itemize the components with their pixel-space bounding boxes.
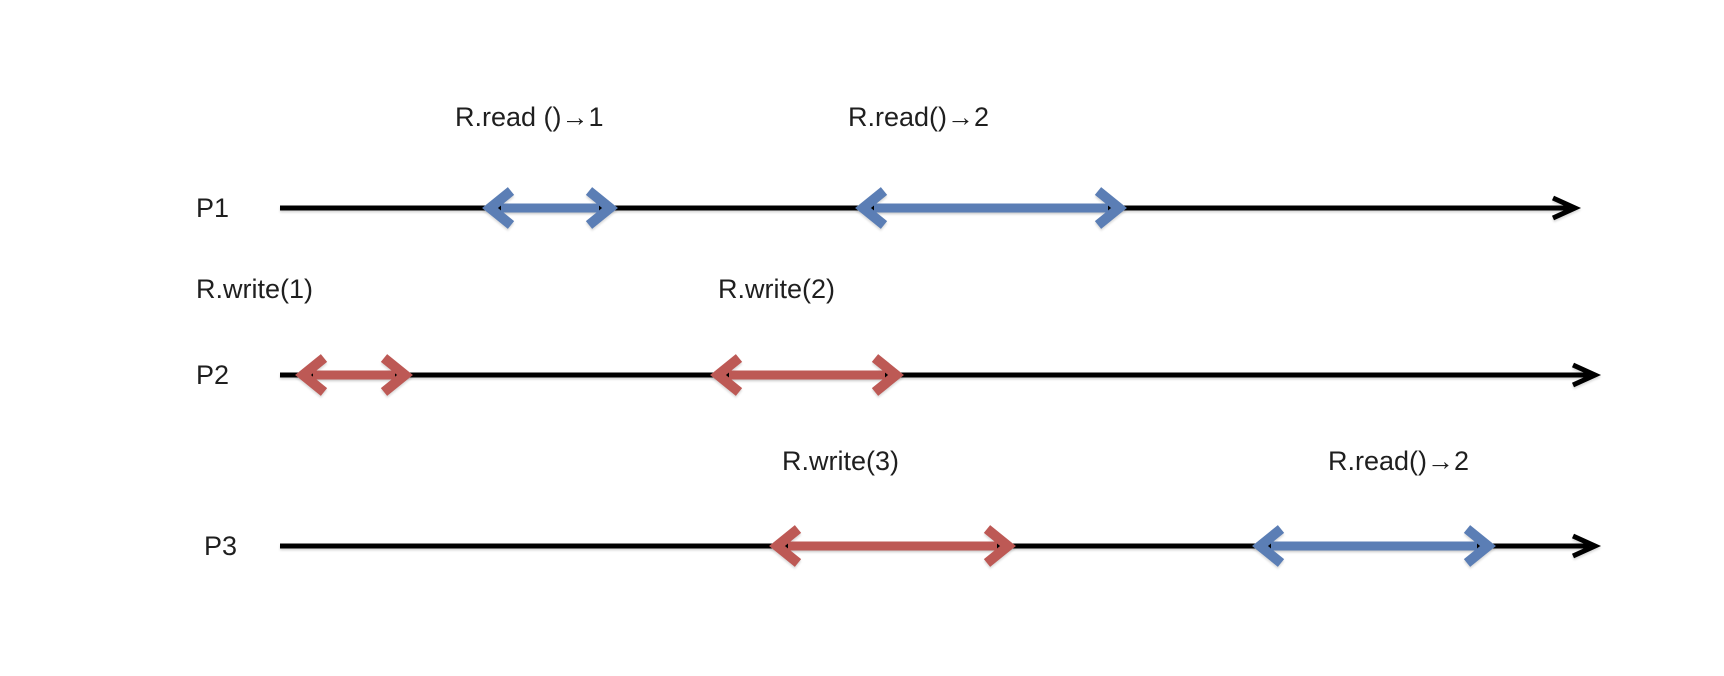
- op-label-p1-read1: R.read ()→1: [455, 102, 604, 132]
- arrowhead-left-icon: [1252, 525, 1285, 567]
- timeline-p3-arrowhead-icon: [1571, 533, 1602, 559]
- arrowhead-right-icon: [1094, 187, 1127, 229]
- process-label-p1: P1: [196, 193, 230, 223]
- arrowhead-right-icon: [871, 354, 904, 396]
- read-interval-arrow-p1-2: [855, 187, 1127, 229]
- op-label-p2-write2: R.write(2): [718, 274, 836, 304]
- timeline-p2-arrowhead-icon: [1571, 362, 1602, 388]
- read-interval-arrow-p3: [1252, 525, 1496, 567]
- write-interval-arrow-p2-1: [295, 354, 413, 396]
- arrowhead-left-icon: [710, 354, 743, 396]
- timeline-p1-arrowhead-icon: [1551, 195, 1582, 221]
- arrowhead-right-icon: [585, 187, 618, 229]
- process-label-p3: P3: [204, 531, 238, 561]
- arrowhead-right-icon: [380, 354, 413, 396]
- arrowhead-right-icon: [983, 525, 1016, 567]
- arrowhead-left-icon: [769, 525, 802, 567]
- op-label-p3-write3: R.write(3): [782, 446, 900, 476]
- read-interval-arrow-p1-1: [482, 187, 618, 229]
- write-interval-arrow-p2-2: [710, 354, 904, 396]
- arrowhead-left-icon: [855, 187, 888, 229]
- write-interval-arrow-p3: [769, 525, 1016, 567]
- arrowhead-left-icon: [482, 187, 515, 229]
- op-label-p3-read2: R.read()→2: [1328, 446, 1470, 476]
- arrowhead-right-icon: [1463, 525, 1496, 567]
- timeline-p2: [280, 362, 1602, 388]
- arrowhead-left-icon: [295, 354, 328, 396]
- op-label-p1-read2: R.read()→2: [848, 102, 990, 132]
- op-label-p2-write1: R.write(1): [196, 274, 314, 304]
- process-label-p2: P2: [196, 360, 230, 390]
